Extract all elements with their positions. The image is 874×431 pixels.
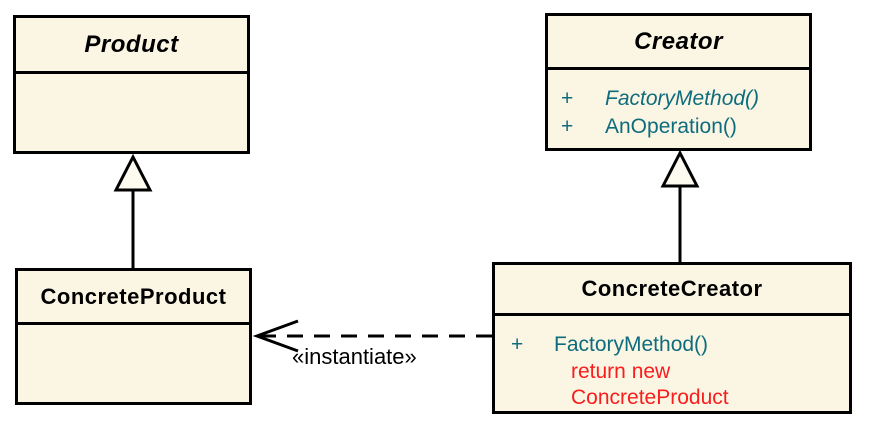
hollow-triangle-icon <box>113 153 153 192</box>
class-concrete-creator-methods: + FactoryMethod() return new ConcretePro… <box>495 316 849 411</box>
class-concrete-creator-title: ConcreteCreator <box>495 265 849 316</box>
method-name: FactoryMethod() <box>554 333 709 356</box>
class-concrete-product: ConcreteProduct <box>15 268 252 405</box>
hollow-triangle-icon <box>660 149 700 188</box>
method-note-line-1: return new <box>571 360 671 383</box>
dependency-instantiate-edge <box>252 319 492 353</box>
class-creator-title: Creator <box>548 16 809 70</box>
method-factorymethod: + FactoryMethod() <box>495 331 849 359</box>
visibility-plus: + <box>511 333 524 356</box>
method-name: FactoryMethod() <box>605 87 760 110</box>
class-product-title: Product <box>16 18 247 74</box>
method-name: AnOperation() <box>605 115 737 138</box>
open-arrowhead-icon <box>252 319 299 353</box>
visibility-plus: + <box>561 87 574 110</box>
method-anoperation: + AnOperation() <box>548 113 809 141</box>
instantiate-edge-label: «instantiate» <box>292 344 417 369</box>
generalization-concreteproduct-to-product <box>113 153 153 268</box>
class-concrete-creator: ConcreteCreator + FactoryMethod() return… <box>492 262 852 414</box>
method-note-line-2: ConcreteProduct <box>571 386 729 409</box>
class-product: Product <box>13 15 250 154</box>
class-creator-methods: + FactoryMethod() + AnOperation() <box>548 70 809 141</box>
method-factorymethod: + FactoryMethod() <box>548 85 809 113</box>
generalization-concretecreator-to-creator <box>660 149 700 262</box>
visibility-plus: + <box>561 115 574 138</box>
class-concrete-product-title: ConcreteProduct <box>18 271 249 325</box>
class-creator: Creator + FactoryMethod() + AnOperation(… <box>545 13 812 151</box>
